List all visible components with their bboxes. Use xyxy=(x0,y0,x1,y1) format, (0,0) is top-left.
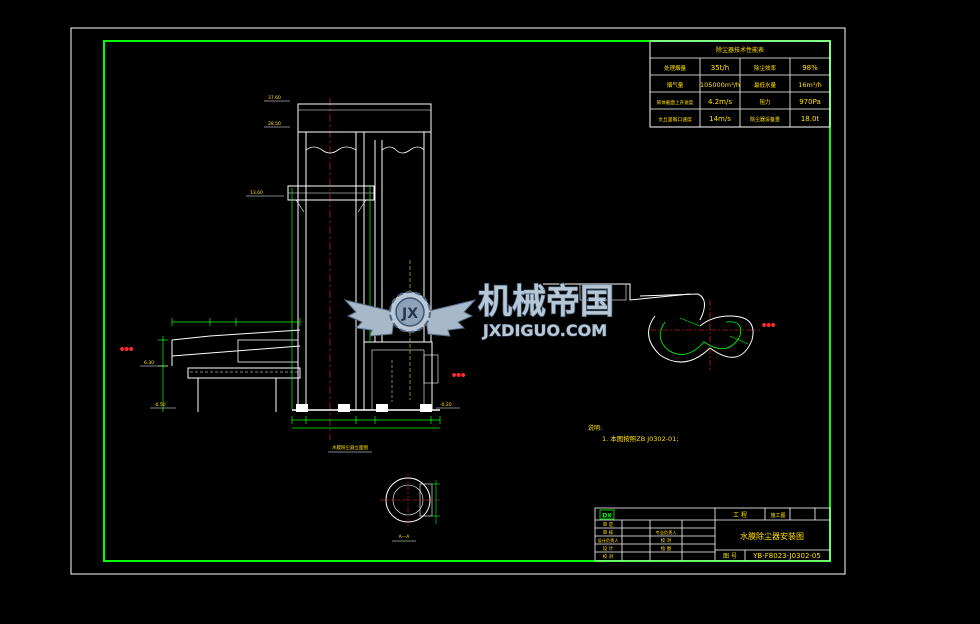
inner-frame xyxy=(103,40,831,562)
spec-value: 14m/s xyxy=(709,115,731,123)
elevation-label: 13.60 xyxy=(250,190,263,196)
section-label: 水膜除尘器立面图 xyxy=(332,444,368,451)
title-block xyxy=(594,507,831,562)
logo-letters: JX xyxy=(401,306,418,322)
red-marker: ⬤⬤⬤ xyxy=(120,346,134,351)
elevation-label: 28.50 xyxy=(268,121,281,127)
red-marker: ⬤⬤⬤ xyxy=(762,322,776,327)
drawing-number: YB-F8023-J0302-05 xyxy=(752,552,821,560)
spec-table: 除尘器技术性能表 处理烟量 35t/h 除尘效率 98% 烟气量 105000m… xyxy=(649,40,831,128)
elevation-view xyxy=(171,98,440,440)
gear-hub-icon xyxy=(395,297,425,327)
spec-key: 文丘里喉口速度 xyxy=(658,116,692,123)
company-logo-text: DX xyxy=(602,513,612,520)
spec-key: 除尘效率 xyxy=(754,64,777,72)
wing-left-icon xyxy=(343,299,396,337)
spec-key: 烟气量 xyxy=(667,81,684,89)
spec-value: 98% xyxy=(802,64,818,72)
section-a-label: A—A xyxy=(399,534,411,540)
notes-item: 1. 本图按照ZB J0302-01; xyxy=(602,434,679,443)
notes-title: 说明: xyxy=(588,424,602,432)
elevation-label: 37.60 xyxy=(268,95,281,101)
spec-value: 16m³/h xyxy=(798,81,822,89)
spec-value: 4.2m/s xyxy=(708,98,732,106)
elevation-marks: 37.60 28.50 13.60 6.30 -0.50 -0.20 ⬤⬤⬤ ⬤… xyxy=(120,95,466,453)
notes: 说明: 1. 本图按照ZB J0302-01; xyxy=(588,424,679,443)
spec-value: 35t/h xyxy=(711,64,729,72)
elevation-label: -0.50 xyxy=(154,402,166,408)
spec-table-title: 除尘器技术性能表 xyxy=(716,46,764,54)
spec-key: 筒体截面上升速度 xyxy=(657,99,694,106)
title-block-text: DX 工 程 施工图 水膜除尘器安装图 图 号 YB-F8023-J0302-0… xyxy=(598,509,821,560)
red-marker: ⬤⬤⬤ xyxy=(452,372,466,377)
outer-border xyxy=(70,27,846,575)
company-logo-icon xyxy=(599,509,615,520)
watermark: JX 机械帝国 JXDIGUO.COM xyxy=(343,281,615,341)
role-label: 绘 图 xyxy=(661,545,672,552)
role-label: 校 对 xyxy=(603,553,614,560)
spec-value: 970Pa xyxy=(799,98,821,106)
elevation-label: 6.30 xyxy=(144,360,154,366)
spec-key: 处理烟量 xyxy=(664,64,687,72)
watermark-en: JXDIGUO.COM xyxy=(482,321,607,340)
stage-label: 施工图 xyxy=(770,512,785,519)
elevation-label: -0.20 xyxy=(440,402,452,408)
role-label: 专业负责人 xyxy=(656,529,678,536)
role-label: 校 对 xyxy=(661,537,672,544)
drawing-title: 水膜除尘器安装图 xyxy=(740,531,804,541)
project-label: 工 程 xyxy=(733,511,747,519)
spec-value: 18.0t xyxy=(801,115,820,123)
role-label: 审 定 xyxy=(603,521,614,528)
section-a-view: A—A xyxy=(380,474,440,542)
role-label: 设计负责人 xyxy=(598,537,620,544)
spec-key: 最低水量 xyxy=(754,81,777,89)
spec-value: 105000m³/h xyxy=(700,81,740,89)
plan-view: ⬤⬤⬤ xyxy=(543,283,776,372)
spec-key: 阻力 xyxy=(759,98,770,106)
role-label: 审 核 xyxy=(603,529,614,536)
watermark-cn: 机械帝国 xyxy=(478,282,614,322)
drawing-no-label: 图 号 xyxy=(723,553,737,560)
wing-right-icon xyxy=(424,299,477,337)
spec-key: 除尘器设备重 xyxy=(750,116,780,123)
role-label: 设 计 xyxy=(603,545,614,552)
